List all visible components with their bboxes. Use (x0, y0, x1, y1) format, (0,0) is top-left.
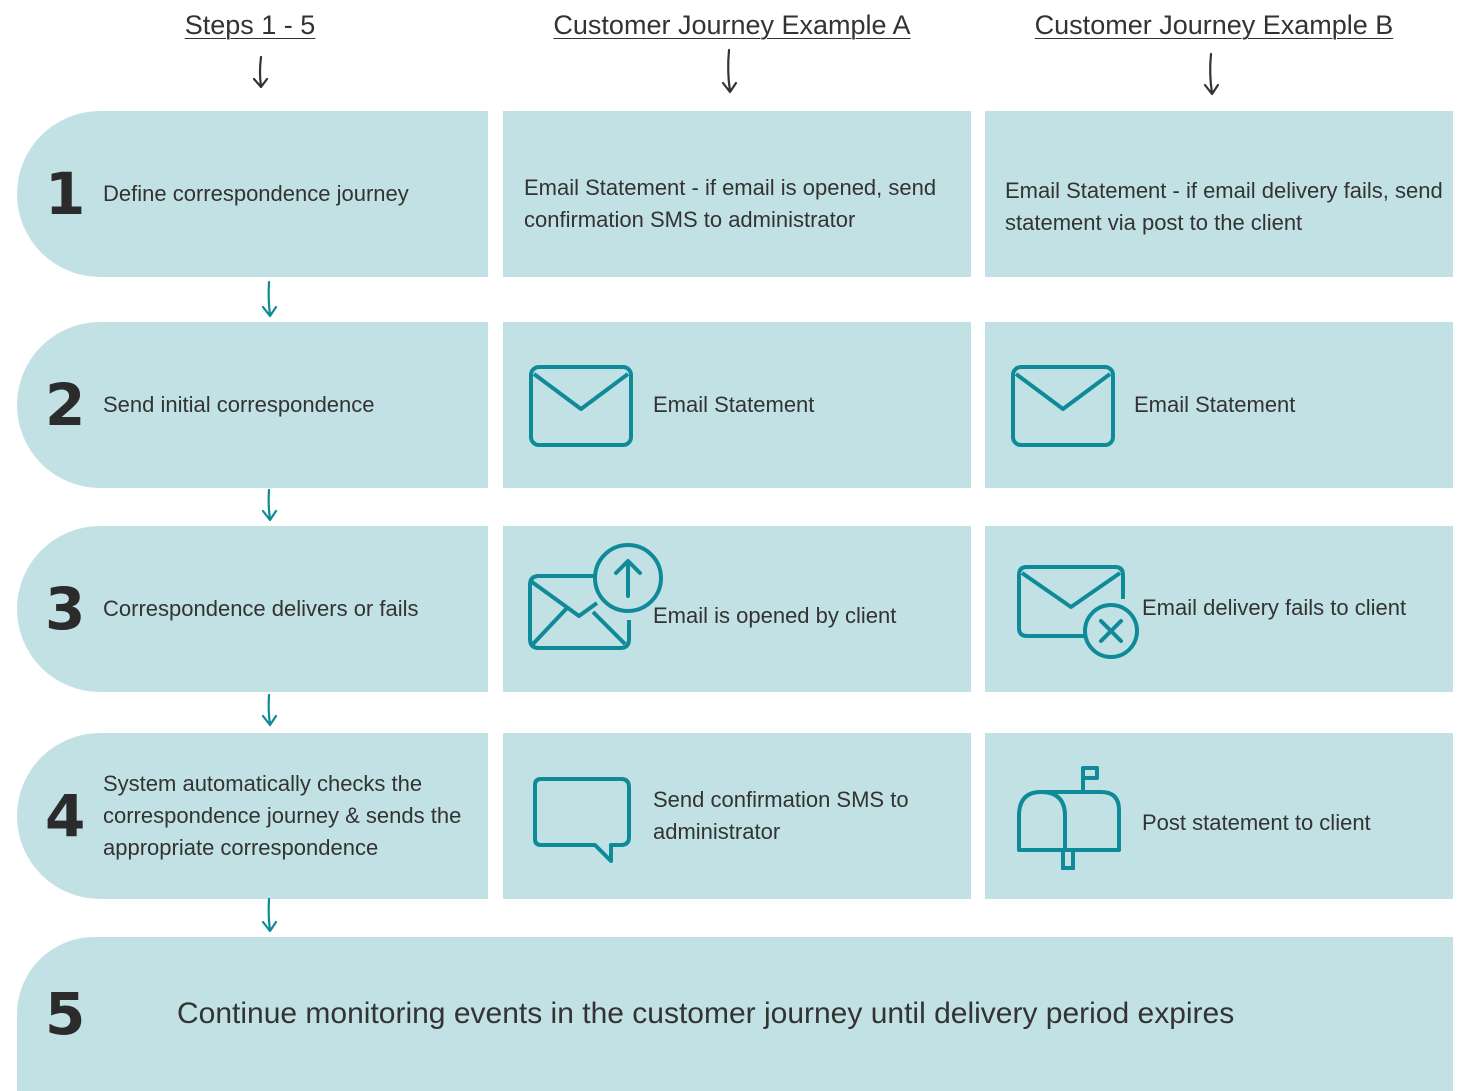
arrow-down-icon (261, 488, 278, 522)
step-5: 5 Continue monitoring events in the cust… (17, 937, 1453, 1091)
step-number: 3 (45, 575, 86, 643)
step-text: Send initial correspondence (103, 392, 375, 417)
journey-a-row-1: Email Statement - if email is opened, se… (503, 111, 971, 277)
step-1: 1 Define correspondence journey (17, 111, 488, 277)
step-number: 5 (45, 980, 86, 1048)
arrow-down-icon (1203, 52, 1220, 96)
envelope-icon (1011, 365, 1115, 447)
cell-text: Email is opened by client (653, 603, 897, 628)
step-text: Continue monitoring events in the custom… (177, 997, 1235, 1030)
journey-b-row-4: Post statement to client (985, 733, 1453, 899)
step-2: 2 Send initial correspondence (17, 322, 488, 488)
journey-a-row-3: Email is opened by client (503, 526, 971, 692)
cell-text: Email Statement (1134, 392, 1296, 417)
cell-text: Email Statement - if email delivery fail… (1005, 178, 1443, 235)
step-number: 2 (45, 371, 86, 439)
header-journey-b: Customer Journey Example B (1034, 10, 1394, 40)
envelope-failed-icon (1017, 565, 1139, 659)
cell-text: Email Statement (653, 392, 815, 417)
cell-text: Email Statement - if email is opened, se… (524, 175, 937, 232)
header-journey-a: Customer Journey Example A (553, 10, 911, 40)
step-text: Define correspondence journey (103, 181, 409, 206)
journey-b-row-1: Email Statement - if email delivery fail… (985, 111, 1453, 277)
step-number: 4 (45, 782, 86, 850)
envelope-opened-arrow-icon (528, 543, 663, 650)
journey-b-row-2: Email Statement (985, 322, 1453, 488)
step-4: 4 System automatically checks the corres… (17, 733, 488, 899)
arrow-down-icon (261, 280, 278, 318)
cell-text: Send confirmation SMS to administrator (653, 787, 909, 844)
journey-a-row-4: Send confirmation SMS to administrator (503, 733, 971, 899)
journey-a-row-2: Email Statement (503, 322, 971, 488)
chat-bubble-icon (533, 777, 631, 863)
cell-text: Email delivery fails to client (1142, 595, 1407, 620)
step-3: 3 Correspondence delivers or fails (17, 526, 488, 692)
step-text: System automatically checks the correspo… (103, 771, 462, 860)
arrow-down-icon (261, 693, 278, 727)
arrow-down-icon (252, 55, 269, 89)
step-text: Correspondence delivers or fails (103, 596, 419, 621)
envelope-icon (529, 365, 633, 447)
step-number: 1 (45, 160, 86, 228)
arrow-down-icon (721, 48, 738, 94)
mailbox-icon (1017, 766, 1121, 870)
header-steps: Steps 1 - 5 (184, 10, 316, 40)
journey-b-row-3: Email delivery fails to client (985, 526, 1453, 692)
arrow-down-icon (261, 897, 278, 933)
cell-text: Post statement to client (1142, 810, 1371, 835)
